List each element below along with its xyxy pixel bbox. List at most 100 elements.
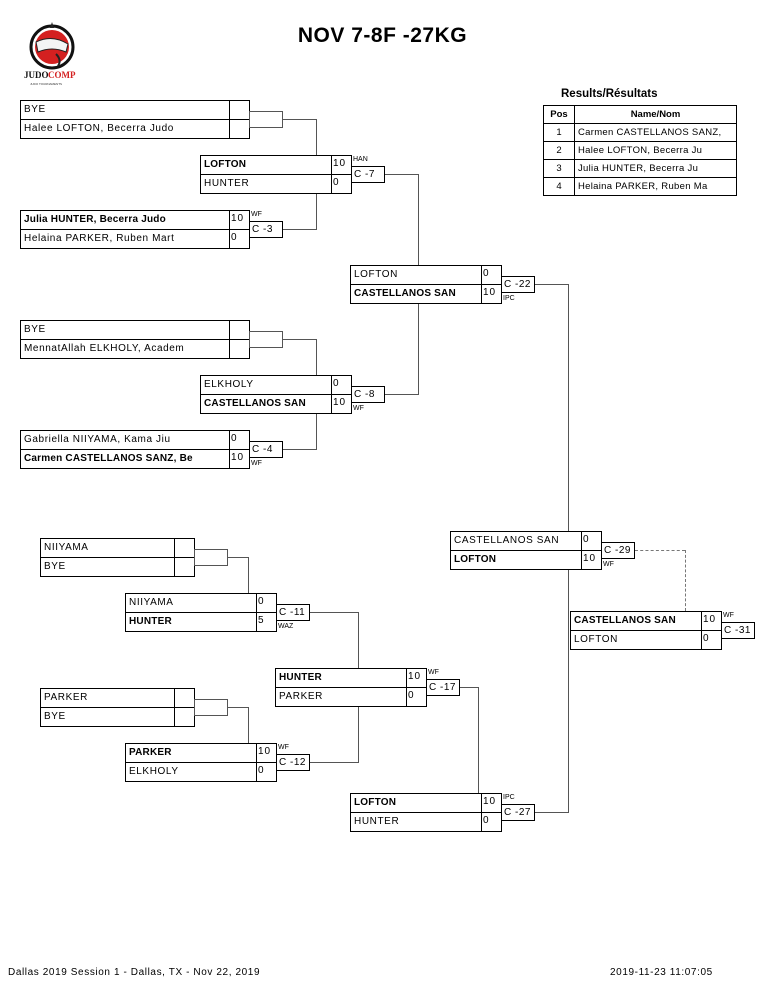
connector-line bbox=[358, 612, 359, 668]
connector-line bbox=[248, 707, 249, 743]
score-bottom: 10 bbox=[231, 452, 245, 463]
contest-number: C -31 bbox=[721, 622, 755, 639]
contest-number: C -4 bbox=[249, 441, 283, 458]
competitor-bottom: BYE bbox=[44, 711, 66, 722]
competitor-top: LOFTON bbox=[351, 266, 481, 285]
connector-line bbox=[358, 707, 359, 763]
results-row: 1 Carmen CASTELLANOS SANZ, bbox=[543, 123, 737, 142]
competitor-top: CASTELLANOS SAN bbox=[451, 532, 581, 551]
result-name: Carmen CASTELLANOS SANZ, bbox=[574, 123, 737, 142]
result-name: Julia HUNTER, Becerra Ju bbox=[574, 159, 737, 178]
score-top: 0 bbox=[483, 268, 490, 279]
score-bottom: 10 bbox=[483, 287, 497, 298]
competitor-top: NIIYAMA bbox=[41, 539, 174, 558]
connector-line bbox=[418, 304, 419, 395]
connector-line bbox=[568, 284, 569, 531]
competitor-top: CASTELLANOS SAN bbox=[571, 612, 701, 631]
competitor-bottom: Halee LOFTON, Becerra Judo bbox=[24, 123, 174, 134]
contest-number: C -12 bbox=[276, 754, 310, 771]
win-type-label: WF bbox=[353, 405, 364, 412]
score-bottom: 0 bbox=[408, 690, 415, 701]
match-m7: LOFTON CASTELLANOS SAN 0 10 bbox=[350, 265, 502, 304]
competitor-bottom: HUNTER bbox=[129, 616, 172, 627]
connector-line bbox=[568, 570, 569, 813]
logo-text: JUDO bbox=[24, 70, 49, 80]
score-bottom: 0 bbox=[333, 177, 340, 188]
score-top: 0 bbox=[583, 534, 590, 545]
win-type-label: HAN bbox=[353, 156, 368, 163]
score-top: 10 bbox=[483, 796, 497, 807]
competitor-bottom: BYE bbox=[44, 561, 66, 572]
footer-timestamp: 2019-11-23 11:07:05 bbox=[610, 967, 713, 978]
footer-event-info: Dallas 2019 Session 1 - Dallas, TX - Nov… bbox=[8, 967, 261, 978]
logo-emblem-icon: JUDO COMP JUDO TOURNAMENTS bbox=[24, 22, 76, 86]
connector-line bbox=[228, 557, 248, 558]
connector-line bbox=[316, 339, 317, 375]
svg-text:JUDO TOURNAMENTS: JUDO TOURNAMENTS bbox=[30, 82, 62, 86]
score-top: 0 bbox=[231, 433, 238, 444]
score-top: 0 bbox=[333, 378, 340, 389]
connector-line bbox=[283, 449, 316, 450]
final-link-dashed bbox=[635, 550, 685, 551]
result-pos: 3 bbox=[543, 159, 575, 178]
win-type-label: WAZ bbox=[278, 623, 294, 630]
results-row: 2 Halee LOFTON, Becerra Ju bbox=[543, 141, 737, 160]
connector-line bbox=[535, 812, 568, 813]
results-table: Pos Name/Nom 1 Carmen CASTELLANOS SANZ, … bbox=[543, 105, 737, 196]
competitor-bottom: Carmen CASTELLANOS SANZ, Be bbox=[24, 453, 193, 464]
result-pos: 4 bbox=[543, 177, 575, 196]
connector-line bbox=[478, 687, 479, 793]
results-header-row: Pos Name/Nom bbox=[543, 105, 737, 124]
score-top: 0 bbox=[258, 596, 265, 607]
bye-connector-box bbox=[194, 549, 228, 566]
competitor-bottom: LOFTON bbox=[574, 634, 618, 645]
pos-header: Pos bbox=[543, 105, 575, 124]
score-column bbox=[174, 539, 194, 577]
competitor-bottom: ELKHOLY bbox=[129, 766, 179, 777]
connector-line bbox=[418, 174, 419, 265]
connector-line bbox=[248, 557, 249, 593]
competitor-bottom: HUNTER bbox=[204, 178, 250, 189]
connector-line bbox=[310, 762, 358, 763]
competitor-top: Julia HUNTER, Becerra Judo bbox=[21, 211, 229, 230]
connector-line bbox=[460, 687, 478, 688]
score-bottom: 0 bbox=[258, 765, 265, 776]
competitor-top: LOFTON bbox=[351, 794, 481, 813]
score-column: 0 10 bbox=[481, 266, 501, 304]
score-bottom: 0 bbox=[231, 232, 238, 243]
judocomp-logo: JUDO COMP JUDO TOURNAMENTS bbox=[22, 20, 82, 92]
bye-connector-box bbox=[249, 331, 283, 348]
contest-number: C -8 bbox=[351, 386, 385, 403]
score-column bbox=[174, 689, 194, 727]
contest-number: C -22 bbox=[501, 276, 535, 293]
contest-number: C -3 bbox=[249, 221, 283, 238]
results-title: Results/Résultats bbox=[561, 88, 658, 100]
results-row: 4 Helaina PARKER, Ruben Ma bbox=[543, 177, 737, 196]
result-name: Halee LOFTON, Becerra Ju bbox=[574, 141, 737, 160]
competitor-bottom: CASTELLANOS SAN bbox=[354, 288, 456, 299]
competitor-bottom: PARKER bbox=[279, 691, 323, 702]
contest-number: C -27 bbox=[501, 804, 535, 821]
contest-number: C -17 bbox=[426, 679, 460, 696]
competitor-top: LOFTON bbox=[201, 156, 331, 175]
page-title: NOV 7-8F -27KG bbox=[297, 24, 468, 47]
win-type-label: WF bbox=[251, 211, 262, 218]
competitor-bottom: CASTELLANOS SAN bbox=[204, 398, 306, 409]
result-name: Helaina PARKER, Ruben Ma bbox=[574, 177, 737, 196]
competitor-bottom: Helaina PARKER, Ruben Mart bbox=[24, 233, 175, 244]
connector-line bbox=[228, 707, 248, 708]
